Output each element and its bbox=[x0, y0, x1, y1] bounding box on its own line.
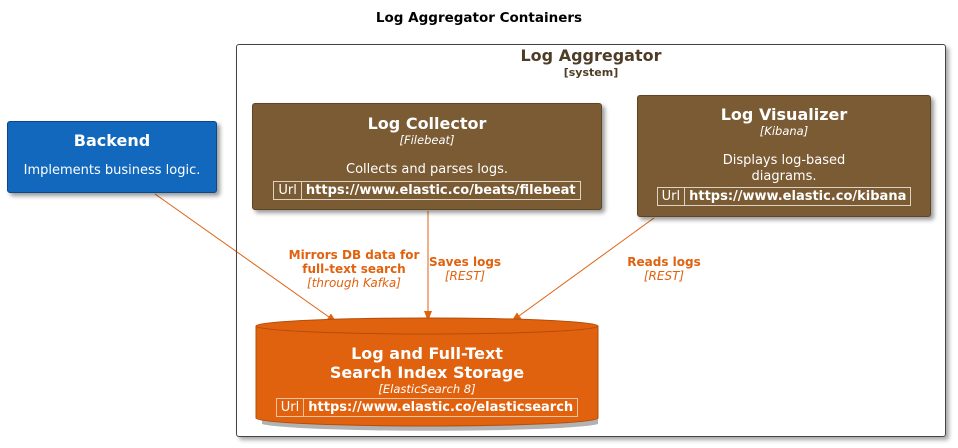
collector-name: Log Collector bbox=[367, 114, 487, 133]
visualizer-url-link[interactable]: https://www.elastic.co/kibana bbox=[689, 189, 907, 204]
edge-backend-to-storage bbox=[154, 193, 337, 323]
boundary-title: Log Aggregator bbox=[520, 46, 662, 65]
log-visualizer-container[interactable]: Log Visualizer [Kibana] Displays log-bas… bbox=[637, 95, 931, 217]
edge-collector-label: Saves logs bbox=[428, 255, 502, 269]
edge-visualizer-technology: [REST] bbox=[643, 269, 685, 283]
storage-name-line1: Log and Full-Text bbox=[351, 344, 503, 363]
collector-technology: [Filebeat] bbox=[399, 133, 455, 147]
edge-visualizer-label: Reads logs bbox=[627, 255, 701, 269]
boundary-type: [system] bbox=[563, 66, 619, 79]
visualizer-name: Log Visualizer bbox=[720, 105, 848, 124]
storage-technology: [ElasticSearch 8] bbox=[378, 382, 476, 396]
collector-url-link[interactable]: https://www.elastic.co/beats/filebeat bbox=[305, 183, 576, 198]
edge-visualizer-to-storage bbox=[511, 217, 655, 322]
diagram-title: Log Aggregator Containers bbox=[375, 10, 583, 26]
backend-name: Backend bbox=[73, 131, 151, 150]
visualizer-technology: [Kibana] bbox=[759, 124, 809, 138]
edge-collector-technology: [REST] bbox=[444, 269, 486, 283]
log-storage-database[interactable]: Log and Full-Text Search Index Storage [… bbox=[255, 317, 599, 431]
edge-backend-label-line2: full-text search bbox=[302, 262, 406, 276]
storage-name-line2: Search Index Storage bbox=[329, 363, 525, 382]
edge-backend-label-line1: Mirrors DB data for bbox=[288, 248, 420, 262]
collector-description: Collects and parses logs. bbox=[346, 162, 508, 177]
log-collector-container[interactable]: Log Collector [Filebeat] Collects and pa… bbox=[252, 103, 602, 210]
database-cylinder-icon bbox=[255, 317, 599, 431]
edge-backend-technology: [through Kafka] bbox=[307, 276, 401, 290]
backend-description: Implements business logic. bbox=[23, 163, 201, 178]
visualizer-url-key: Url bbox=[658, 188, 686, 205]
collector-url-row: Url https://www.elastic.co/beats/filebea… bbox=[273, 181, 581, 200]
system-boundary: Log Aggregator [system] bbox=[236, 44, 946, 437]
visualizer-description-line1: Displays log-based bbox=[722, 153, 846, 168]
storage-url-key: Url bbox=[277, 399, 305, 416]
edge-label-collector-storage: Saves logs [REST] bbox=[423, 255, 507, 283]
edge-label-backend-storage: Mirrors DB data for full-text search [th… bbox=[284, 248, 424, 290]
storage-url-link[interactable]: https://www.elastic.co/elasticsearch bbox=[308, 400, 574, 415]
visualizer-url-row: Url https://www.elastic.co/kibana bbox=[656, 187, 912, 206]
edge-label-visualizer-storage: Reads logs [REST] bbox=[622, 255, 706, 283]
storage-url-row: Url https://www.elastic.co/elasticsearch bbox=[275, 398, 579, 417]
backend-system[interactable]: Backend Implements business logic. bbox=[7, 121, 217, 193]
collector-url-key: Url bbox=[274, 182, 302, 199]
visualizer-description-line2: diagrams. bbox=[751, 169, 817, 184]
